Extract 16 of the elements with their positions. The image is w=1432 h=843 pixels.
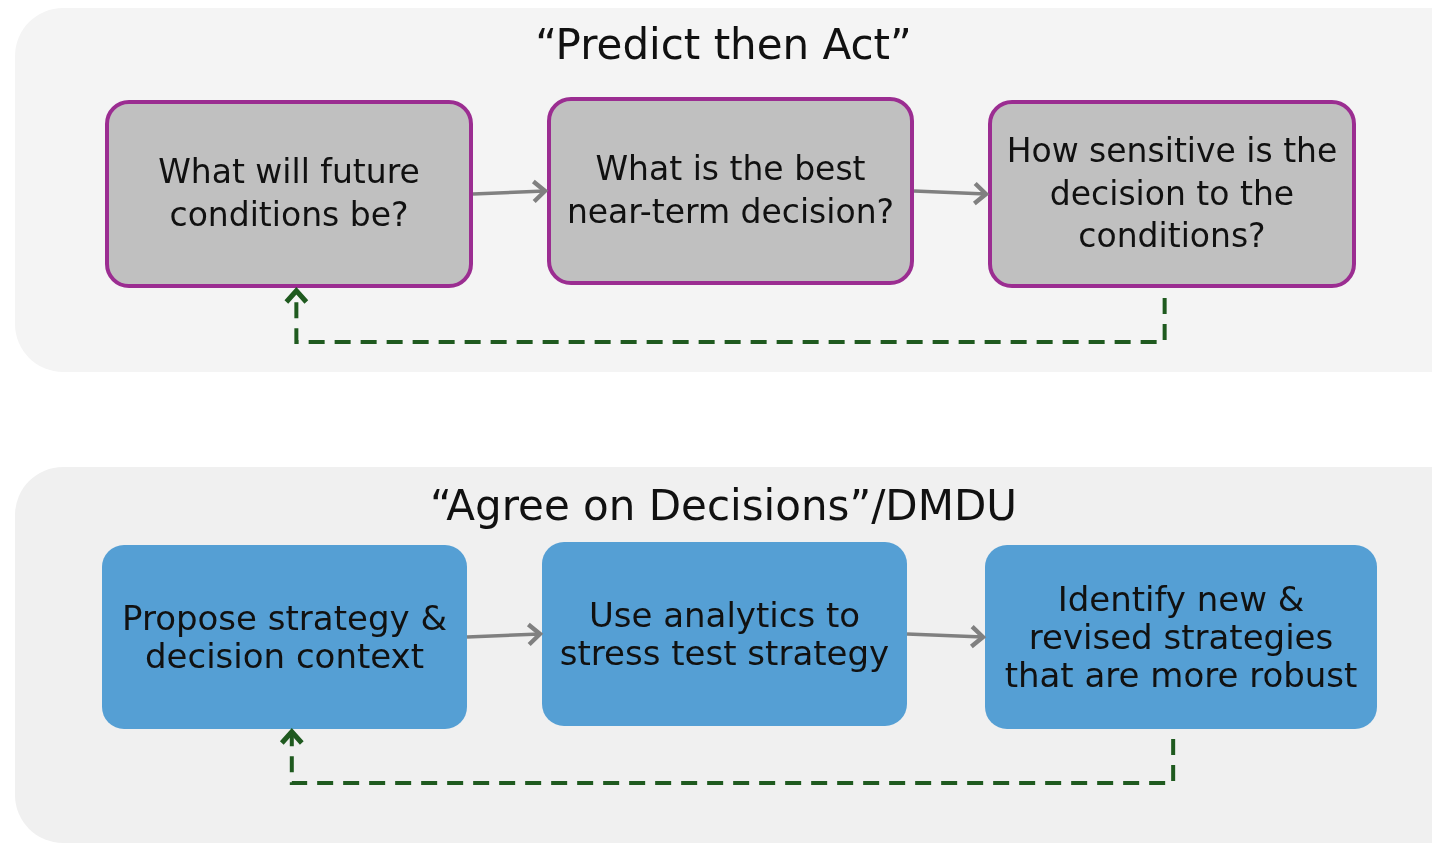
panel-title: “Agree on Decisions”/DMDU bbox=[428, 481, 1018, 530]
process-box: Propose strategy & decision context bbox=[102, 545, 467, 729]
arrow bbox=[472, 179, 548, 204]
feedback-arrow bbox=[283, 288, 1167, 344]
arrow bbox=[913, 181, 989, 206]
arrow bbox=[466, 622, 543, 647]
process-box: How sensitive is the decision to the conditions? bbox=[988, 100, 1356, 288]
process-box: Identify new & revised strategies that are more robust bbox=[985, 545, 1377, 729]
process-box: Use analytics to stress test strategy bbox=[542, 542, 907, 726]
panel-title: “Predict then Act” bbox=[534, 20, 913, 69]
arrow bbox=[906, 624, 986, 649]
process-box: What is the best near-term decision? bbox=[547, 97, 914, 285]
process-box: What will future conditions be? bbox=[105, 100, 473, 288]
panel-background bbox=[15, 467, 1432, 843]
feedback-arrow bbox=[279, 729, 1176, 785]
panel-background bbox=[15, 8, 1432, 372]
